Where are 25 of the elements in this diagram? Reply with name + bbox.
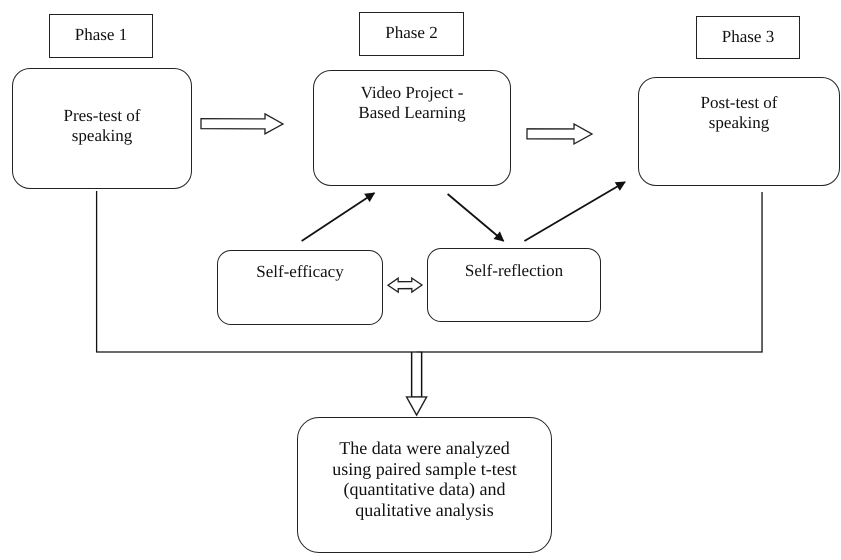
phase-label-box — [696, 16, 800, 59]
process-box — [12, 68, 192, 189]
node-text: Pres-test of speaking — [62, 106, 142, 147]
process-box — [638, 77, 840, 186]
node-text: The data were analyzed using paired sample t-test (quantitative data) and qualitative analysis — [331, 438, 518, 521]
node-text: Phase 3 — [722, 27, 774, 48]
node-text: Post-test of speaking — [700, 93, 778, 134]
arrow — [301, 192, 376, 242]
block-arrow — [526, 122, 594, 146]
process-box — [427, 248, 601, 322]
node-text: Self-efficacy — [256, 262, 344, 282]
block-arrow — [386, 276, 424, 294]
block-arrow — [200, 112, 284, 135]
node-text: Self-reflection — [464, 261, 564, 282]
node-text: Phase 1 — [74, 25, 128, 46]
phase-label-box — [49, 14, 153, 58]
arrow — [524, 181, 626, 242]
connector-arrow — [406, 192, 763, 416]
phase-label-box — [359, 12, 464, 56]
node-text: Phase 2 — [385, 23, 438, 44]
node-text: Video Project - Based Learning — [357, 83, 467, 124]
process-box — [217, 250, 383, 325]
arrow — [447, 193, 504, 242]
result-box — [297, 417, 552, 553]
process-box — [313, 70, 511, 186]
